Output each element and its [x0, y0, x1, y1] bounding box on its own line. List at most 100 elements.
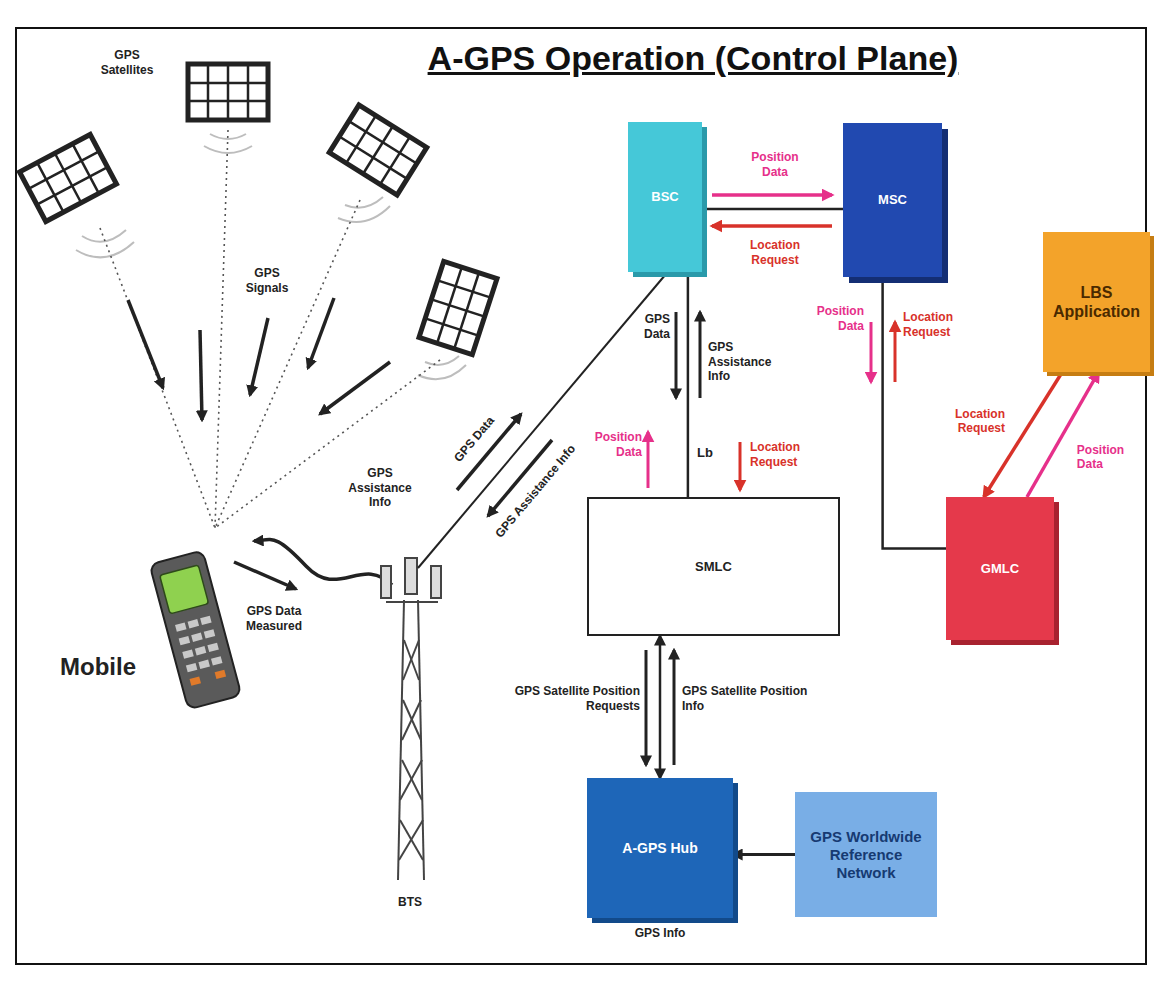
flow-label: GPS Info [610, 926, 710, 941]
flow-label: GPS Data [624, 312, 670, 341]
mobile-phone [150, 550, 242, 709]
node-text: BSC [651, 189, 678, 205]
connector-line [687, 272, 690, 497]
signal-arrow [308, 298, 334, 368]
connector-line [659, 636, 662, 778]
flow-arrow [699, 312, 702, 398]
mobile-phone [200, 616, 211, 625]
mobile-phone [190, 677, 201, 686]
mobile-phone [215, 670, 226, 679]
satellite-icon [20, 134, 117, 221]
signal-wave [76, 242, 134, 257]
frame-border [16, 28, 1146, 964]
radio-arrow [234, 539, 392, 589]
signal-wave [76, 134, 466, 379]
flow-arrow [645, 650, 648, 765]
flow-label: GPS Satellite Position Info [682, 684, 814, 713]
bts-tower [381, 558, 441, 880]
connector-line [733, 853, 795, 856]
device-name: Mobile [60, 652, 160, 681]
connector-label: Location Request [925, 407, 1005, 436]
mobile-phone [188, 619, 199, 628]
server-box: GMLC [946, 497, 1054, 640]
flow-arrow [894, 322, 897, 382]
mobile-phone [160, 565, 209, 614]
flow-label: GPS Satellites [92, 48, 162, 77]
signal-arrow [200, 330, 202, 420]
network-box: MSC [843, 123, 942, 277]
signal-dotted-line [100, 130, 440, 528]
connector-label: Position Data [1077, 443, 1139, 472]
signal-dotted-line [215, 200, 360, 528]
signal-dotted-line [100, 228, 215, 528]
flow-label: GPS Satellite Position Requests [508, 684, 640, 713]
application-box: LBS Application [1043, 232, 1150, 372]
mobile-phone [198, 660, 209, 669]
server-box: SMLC [587, 497, 840, 636]
bts-tower [400, 820, 423, 860]
signal-arrow [320, 362, 390, 414]
flow-arrow [675, 312, 678, 398]
bts-tower [403, 700, 421, 740]
bts-tower [403, 640, 419, 680]
flow-label: Position Data [742, 150, 808, 179]
bts-tower [381, 566, 391, 598]
signal-wave [425, 356, 459, 365]
flow-label: GPS Assistance Info [492, 441, 578, 540]
flow-arrow [647, 432, 650, 488]
signal-dotted-line [215, 130, 228, 528]
flow-arrow [712, 193, 832, 197]
satellite-icon [329, 105, 427, 195]
node-text: A-GPS Hub [622, 840, 697, 857]
flow-label: Position Data [582, 430, 642, 459]
flow-arrow [646, 195, 895, 765]
mobile-phone [179, 636, 190, 645]
node-text: GMLC [981, 561, 1019, 577]
flow-label: GPS Assistance Info [708, 340, 784, 384]
radio-arrow [234, 562, 296, 589]
mobile-phone [175, 622, 186, 631]
mobile-phone [191, 633, 202, 642]
bts-tower [400, 760, 422, 800]
node-text: SMLC [695, 559, 732, 575]
mobile-phone [182, 649, 193, 658]
flow-label: Location Request [903, 310, 983, 339]
flow-arrow [739, 442, 742, 490]
node-text: GPS Worldwide Reference Network [802, 828, 930, 882]
mobile-phone [150, 550, 242, 709]
connector-line [1027, 372, 1099, 497]
bts-tower [386, 601, 438, 603]
signal-wave [338, 206, 390, 222]
signal-dotted-line [215, 360, 440, 528]
bts-tower [431, 566, 441, 598]
mobile-phone [211, 656, 222, 665]
node-text: LBS Application [1050, 283, 1143, 321]
connector-line [702, 208, 843, 211]
connector-label: Lb [697, 445, 721, 461]
node-text: MSC [878, 192, 907, 208]
satellite-icon [20, 64, 497, 355]
mobile-phone [207, 643, 218, 652]
flow-label: Location Request [738, 238, 812, 267]
signal-wave [418, 365, 466, 379]
signal-wave [345, 197, 383, 208]
satellite-icon [188, 64, 268, 120]
satellite-icon [419, 261, 497, 354]
flow-label: GPS Data Measured [238, 604, 310, 633]
flow-label: GPS Data [451, 413, 497, 464]
network-box: BSC [628, 122, 702, 272]
flow-label: GPS Signals [238, 266, 296, 295]
flow-arrow [870, 322, 873, 382]
network-box: GPS Worldwide Reference Network [795, 792, 937, 917]
flow-label: BTS [388, 895, 432, 910]
diagram-title: A-GPS Operation (Control Plane) [428, 38, 959, 79]
bts-tower [399, 820, 423, 860]
flow-label: GPS Assistance Info [345, 466, 415, 510]
bts-tower [402, 700, 421, 740]
bts-tower [404, 640, 419, 680]
mobile-phone [186, 663, 197, 672]
signal-arrow [250, 318, 268, 395]
